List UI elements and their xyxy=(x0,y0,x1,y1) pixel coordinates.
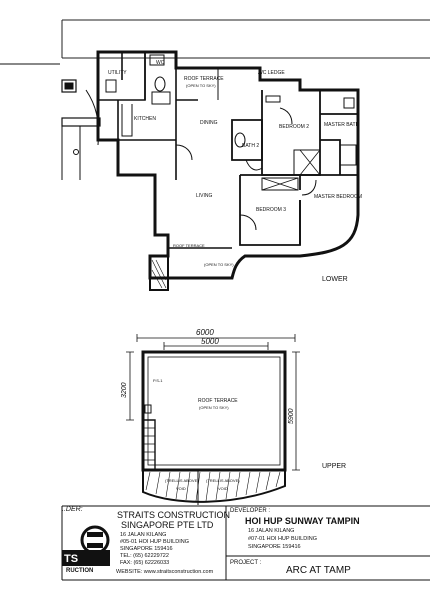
lower-room-labels: UTILITY WC ROOF TERRACE (OPEN TO SKY) A/… xyxy=(108,60,362,283)
room-label-roof-terrace-top-sub: (OPEN TO SKY) xyxy=(186,83,216,88)
project-name: ARC AT TAMP xyxy=(286,565,351,576)
builder-address-1: 16 JALAN KILANG xyxy=(120,532,167,538)
upper-roof-terrace-sub: (OPEN TO SKY) xyxy=(199,405,229,410)
builder-name-line2: SINGAPORE PTE LTD xyxy=(121,520,214,530)
kitchen-sink xyxy=(151,91,171,105)
builder-tel: TEL: (65) 62229722 xyxy=(120,553,169,559)
dimension-line-outer xyxy=(136,334,296,342)
master-bath-shower xyxy=(339,144,357,166)
void-left-label: VOID xyxy=(176,486,186,491)
room-label-roof-terrace-top: ROOF TERRACE xyxy=(184,76,224,82)
room-label-wc: WC xyxy=(156,60,165,66)
developer-address-3: SINGAPORE 159416 xyxy=(248,544,301,550)
lower-level-label: LOWER xyxy=(322,276,348,283)
builder-fax: FAX: (65) 62226033 xyxy=(120,560,170,566)
title-block-frame xyxy=(61,505,430,581)
staircase xyxy=(143,427,155,461)
upper-floor-plan xyxy=(126,334,300,505)
room-label-bedroom2: BEDROOM 2 xyxy=(279,124,309,130)
dimension-line-inner xyxy=(163,342,269,350)
upper-level-label: UPPER xyxy=(322,463,346,470)
meter-icon xyxy=(64,82,74,90)
room-label-kitchen: KITCHEN xyxy=(134,116,156,122)
room-label-bath2: BATH 2 xyxy=(242,143,259,149)
room-label-ac-ledge: A/C LEDGE xyxy=(258,70,285,76)
developer-address-1: 16 JALAN KILANG xyxy=(248,528,295,534)
upper-roof-terrace-label: ROOF TERRACE xyxy=(198,398,238,404)
bath2-door-arc xyxy=(245,159,263,171)
meter-box xyxy=(61,79,77,93)
builder-website-link[interactable]: WEBSITE: www.straitsconstruction.com xyxy=(116,569,214,575)
entry-step xyxy=(61,117,101,127)
room-label-dining: DINING xyxy=(200,120,218,126)
void-right-label: VOID xyxy=(218,486,228,491)
logo-text: TS xyxy=(64,553,78,565)
dim-outer-width: 6000 xyxy=(196,328,214,337)
room-label-master-bath: MASTER BATH xyxy=(324,122,360,128)
builder-address-3: SINGAPORE 159416 xyxy=(120,546,173,552)
builder-label: ..DER: xyxy=(62,506,83,513)
project-label: PROJECT : xyxy=(230,560,262,566)
logo-circle-icon xyxy=(80,525,110,555)
developer-name: HOI HUP SUNWAY TAMPIN xyxy=(245,516,360,526)
room-label-living: LIVING xyxy=(196,193,213,199)
upper-labels: 6000 5000 3200 5900 ROOF TERRACE (OPEN T… xyxy=(121,328,346,491)
bedroom2-wardrobe xyxy=(293,149,321,176)
master-bedroom-door-arc xyxy=(301,179,317,196)
trellis-right-label: (TRELLIS ABOVE) xyxy=(206,478,240,483)
light-point-icon xyxy=(73,149,79,155)
room-label-utility: UTILITY xyxy=(108,70,127,76)
dim-right-height: 5900 xyxy=(288,408,295,424)
bedroom3-wardrobe xyxy=(261,177,299,191)
upper-socket-tag: P.S-1 xyxy=(153,378,163,383)
upper-terrace-wall xyxy=(141,350,287,472)
trellis-left-label: (TRELLIS ABOVE) xyxy=(165,478,199,483)
logo-band xyxy=(62,550,110,566)
dimension-line-right xyxy=(292,351,300,471)
wc-toilet xyxy=(154,76,166,92)
trellis-void-area xyxy=(142,469,286,503)
room-label-master-bedroom: MASTER BEDROOM xyxy=(314,194,362,200)
dim-left-height: 3200 xyxy=(121,382,128,398)
builder-logo: TS RUCTION xyxy=(62,525,110,574)
developer-label: DEVELOPER : xyxy=(230,508,271,514)
room-label-bedroom3: BEDROOM 3 xyxy=(256,207,286,213)
dimension-line-left xyxy=(126,351,134,421)
developer-address-2: #07-01 HOI HUP BUILDING xyxy=(248,536,317,542)
dim-inner-width: 5000 xyxy=(201,337,219,346)
wc-basin xyxy=(149,54,165,66)
lower-floor-plan xyxy=(0,50,360,291)
washer-symbol xyxy=(105,79,117,93)
builder-name-line1: STRAITS CONSTRUCTION xyxy=(117,510,231,520)
builder-address-2: #05-01 HOI HUP BUILDING xyxy=(120,539,189,545)
room-label-roof-terrace-bottom: ROOF TERRACE xyxy=(173,243,205,248)
logo-sub-text: RUCTION xyxy=(66,568,93,574)
room-label-open-to-sky: (OPEN TO SKY) xyxy=(204,262,234,267)
